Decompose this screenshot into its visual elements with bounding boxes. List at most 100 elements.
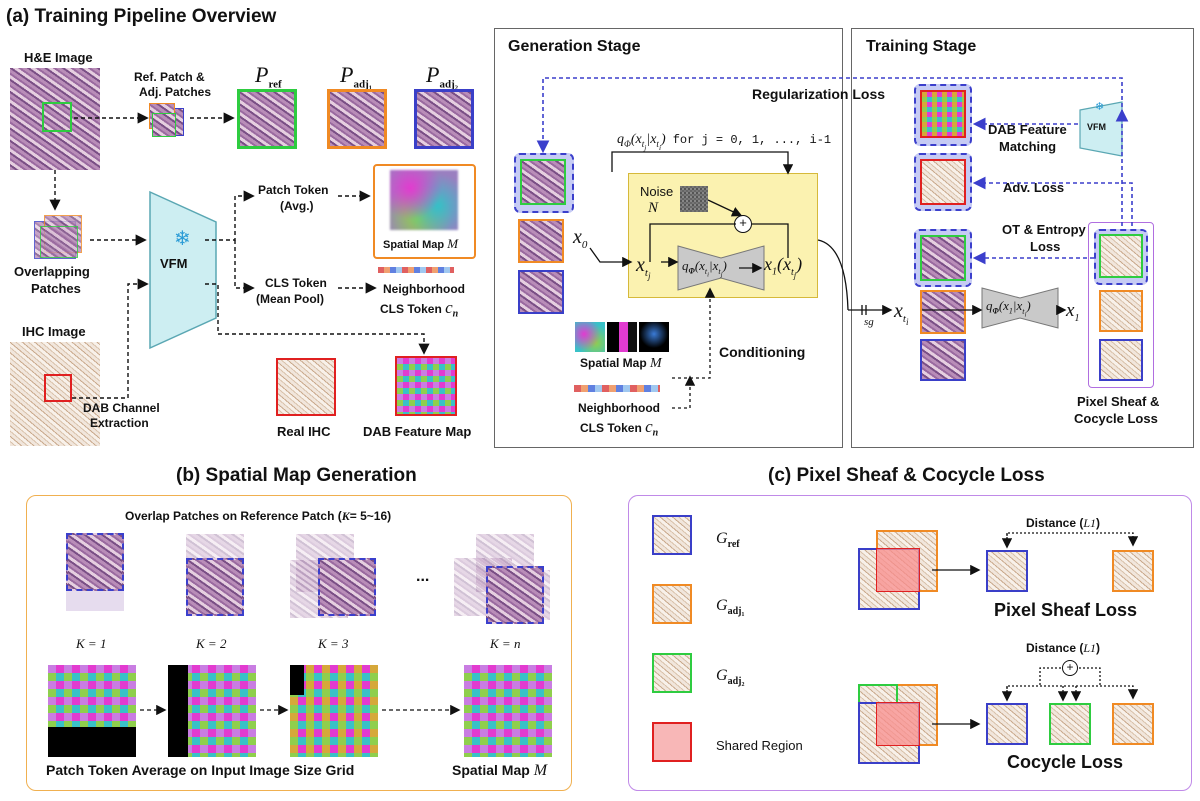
cc-plus-symbol: + [1062, 660, 1078, 676]
train-x1-label: x1 [1066, 300, 1080, 324]
patch-token-caption: Patch Token Average on Input Image Size … [46, 762, 355, 778]
generation-stage-panel [494, 28, 843, 448]
p-ref-patch [237, 89, 297, 149]
panel-b-title: (b) Spatial Map Generation [176, 465, 417, 486]
ot-entropy-label: OT & Entropy [1002, 222, 1086, 237]
regularization-loss-label: Regularization Loss [752, 86, 886, 102]
inner-unet [677, 245, 765, 291]
adj-patches-label: Adj. Patches [139, 85, 212, 99]
cls-token-label: CLS Token [265, 276, 327, 290]
patch-token-label: Patch Token [258, 183, 329, 197]
xti-label: xti [894, 300, 909, 328]
train-q-label: qΦ(x1|xti) [986, 298, 1031, 319]
mean-pool-label: (Mean Pool) [256, 292, 324, 306]
panel-b-arrows [140, 704, 461, 716]
training-stage-title: Training Stage [866, 38, 977, 55]
x1-label: x1(xtj) [764, 254, 803, 280]
ref-patch-label: Ref. Patch & [134, 70, 205, 84]
gen-patch-green [520, 159, 566, 205]
overlap-k1 [66, 533, 124, 591]
he-image [10, 68, 100, 170]
k2-label: K = 2 [196, 636, 227, 651]
real-ihc-patch [276, 358, 336, 416]
overlap-title: Overlap Patches on Reference Patch (K= 5… [125, 509, 392, 523]
cond-spatial-map-label: Spatial Map M [580, 356, 662, 371]
overlap-ellipsis: ... [416, 568, 430, 585]
cond-cls-label: CLS Token cn [580, 417, 659, 439]
dab-feature-label: DAB Feature [988, 122, 1067, 137]
adj-stack-green [152, 113, 176, 137]
train-unet [981, 287, 1059, 329]
neighborhood-label: Neighborhood [383, 282, 465, 296]
inner-q-label: qΦ(xti|xtj) [682, 258, 727, 279]
out-patch-orange [1099, 290, 1143, 332]
matching-label: Matching [999, 139, 1057, 154]
overlap-k3 [318, 558, 376, 616]
noise-symbol: N [648, 200, 659, 216]
panel-a-title: (a) Training Pipeline Overview [6, 6, 277, 27]
xtj-label: xtj [636, 254, 651, 282]
dab-channel-label: DAB Channel [83, 401, 160, 415]
train-real-ihc [920, 159, 966, 205]
extraction-label: Extraction [90, 416, 149, 430]
dab-feature-map [395, 356, 457, 416]
grid-k3-black [290, 665, 304, 695]
sg-label: sg [864, 316, 874, 328]
legend-g-ref-label: Gref [716, 530, 740, 551]
q-formula: qΦ(xtj|xti) for j = 0, 1, ..., i-1 [617, 132, 832, 152]
grid-kn [464, 665, 552, 757]
snowflake-icon: ❄ [174, 228, 191, 250]
legend-g-adj1 [652, 584, 692, 624]
overlap-patch-green [40, 226, 78, 258]
panel-c-title: (c) Pixel Sheaf & Cocycle Loss [768, 465, 1045, 486]
cc-shared [876, 702, 920, 746]
pixel-sheaf-label: Pixel Sheaf & [1077, 394, 1160, 409]
out-patch-green [1099, 234, 1143, 278]
panel-b-box [26, 495, 572, 791]
cond-spatial-map-3 [639, 322, 669, 352]
cond-cls-token-bar [574, 385, 660, 392]
cond-spatial-map-2 [607, 322, 637, 352]
overlapping-label: Overlapping [14, 264, 90, 279]
spatial-map-box [373, 164, 476, 259]
he-image-label: H&E Image [24, 50, 93, 65]
overlap-kn [486, 566, 544, 624]
ps-out-orange [1112, 550, 1154, 592]
train-patch-orange [920, 290, 966, 334]
real-ihc-label: Real IHC [277, 424, 331, 439]
stage-arrows [536, 77, 1133, 409]
patches-label: Patches [31, 281, 81, 296]
cond-neighborhood-label: Neighborhood [578, 401, 660, 415]
conditioning-label: Conditioning [719, 344, 806, 360]
ihc-image-label: IHC Image [22, 324, 86, 339]
ps-shared [876, 548, 920, 592]
train-vfm-label: VFM [1087, 122, 1106, 132]
cls-cn-label: CLS Token cn [380, 298, 459, 320]
noise-image [680, 186, 708, 212]
ps-out-blue [986, 550, 1028, 592]
legend-g-ref [652, 515, 692, 555]
cc-out-green [1049, 703, 1091, 745]
train-patch-green [920, 235, 966, 281]
cocycle-loss-label: Cocycle Loss [1007, 752, 1124, 772]
generation-stage-title: Generation Stage [508, 38, 641, 55]
out-patch-blue [1099, 339, 1143, 381]
x0-label: x0 [573, 226, 588, 251]
p-ref-label: Pref [255, 62, 282, 91]
pixel-sheaf-group [1088, 222, 1154, 388]
vfm-encoder [149, 190, 217, 350]
legend-shared-region [652, 722, 692, 762]
ps-distance-label: Distance (L1) [1026, 516, 1101, 530]
p-adj2-patch [414, 89, 474, 149]
cc-distance-label: Distance (L1) [1026, 641, 1101, 655]
panel-a-arrows [49, 112, 430, 399]
ihc-image [10, 342, 100, 446]
k3-label: K = 3 [318, 636, 349, 651]
spatial-map-image [390, 170, 458, 230]
avg-label: (Avg.) [280, 199, 314, 213]
gen-patch-blue [518, 270, 564, 314]
vfm-label: VFM [160, 256, 188, 271]
overlap-k1-ghost [66, 591, 124, 611]
legend-g-adj1-label: Gadj₁ [716, 597, 745, 618]
